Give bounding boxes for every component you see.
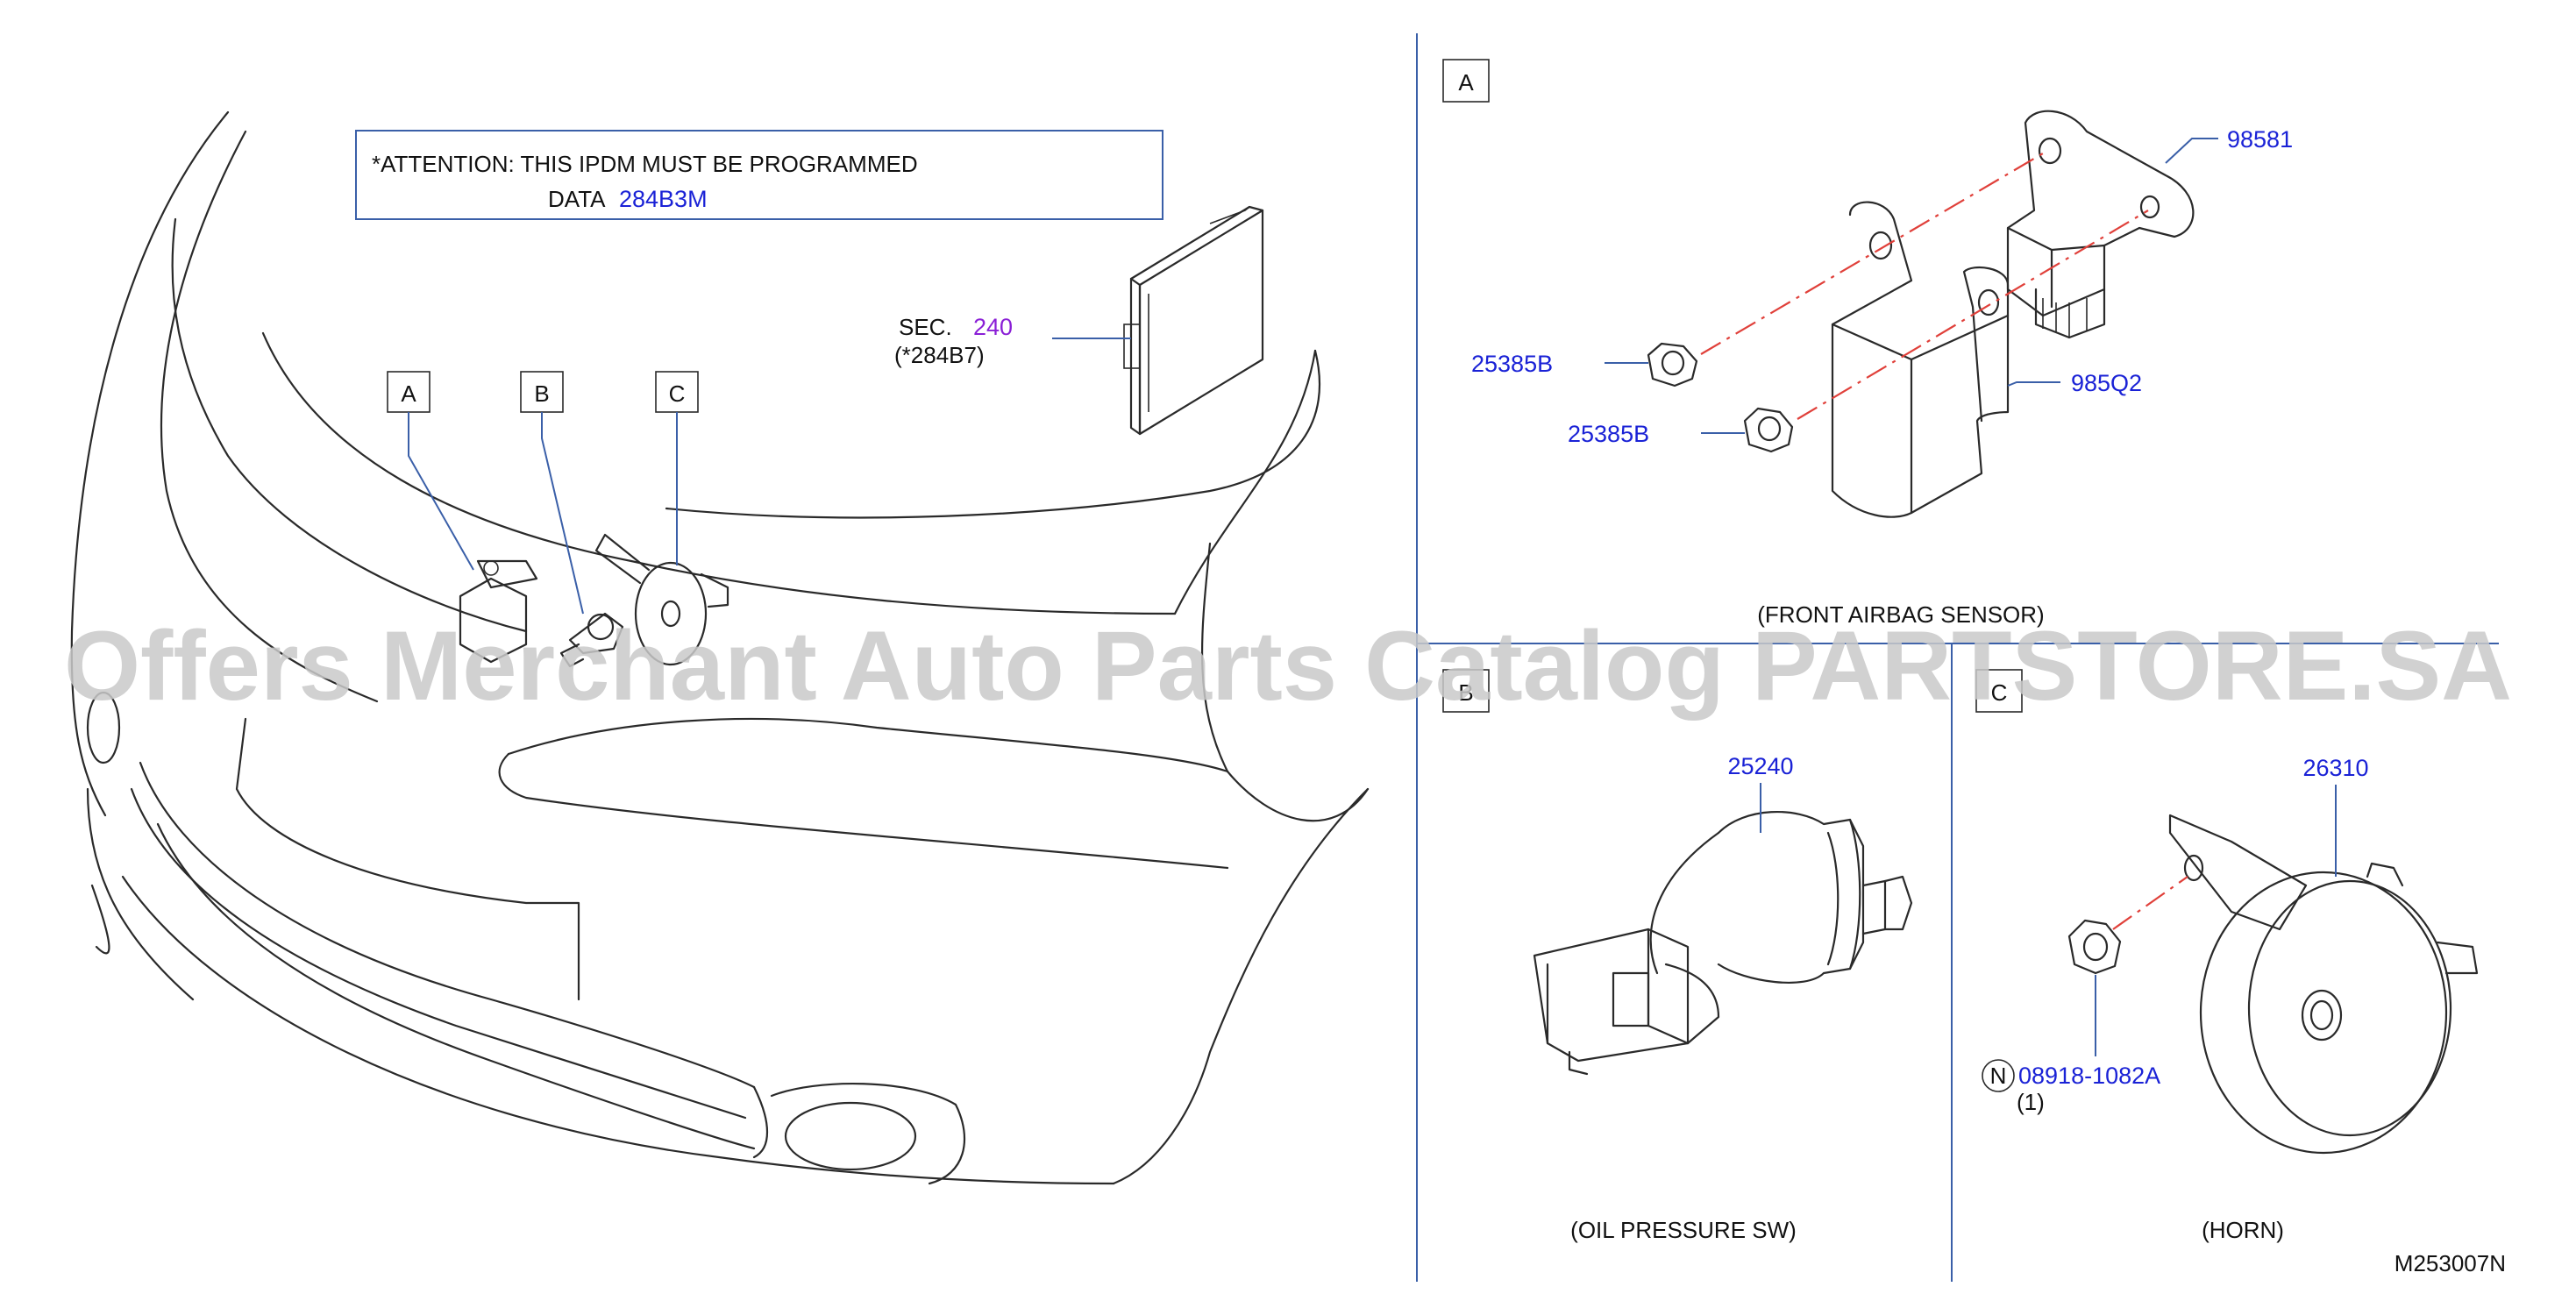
part-25385B-lower: 25385B <box>1568 421 1649 447</box>
part-26310: 26310 <box>2302 755 2368 781</box>
sec-reference: SEC. 240 (*284B7) <box>894 314 1131 368</box>
callout-c: C <box>655 371 699 565</box>
oil-pressure-switch-small <box>559 612 624 668</box>
sensor-bracket <box>1831 201 2010 518</box>
part-98581: 98581 <box>2227 126 2293 153</box>
ipdm-module <box>1123 205 1264 436</box>
section-a-caption: (FRONT AIRBAG SENSOR) <box>1757 601 2044 628</box>
watermark: Offers Merchant Auto Parts Catalog PARTS… <box>64 611 2512 721</box>
part-25385B-upper: 25385B <box>1471 351 1553 377</box>
sec-label: SEC. <box>899 314 952 340</box>
attention-note: *ATTENTION: THIS IPDM MUST BE PROGRAMMED… <box>355 130 1163 220</box>
nut-quantity: (1) <box>2017 1089 2045 1115</box>
nut-upper <box>1647 342 1698 387</box>
attention-data-label: DATA <box>548 186 606 212</box>
airbag-sensor-small <box>459 559 538 664</box>
horn <box>2168 814 2479 1155</box>
section-a-tag: A <box>1458 69 1474 96</box>
part-25240: 25240 <box>1727 753 1793 779</box>
attention-data-code: 284B3M <box>619 186 708 212</box>
callout-c-label: C <box>669 380 686 407</box>
callout-b-label: B <box>534 380 549 407</box>
oil-pressure-switch <box>1533 811 1913 1076</box>
sec-number: 240 <box>973 314 1013 340</box>
nut-lower <box>1743 407 1794 453</box>
section-c-caption: (HORN) <box>2202 1217 2284 1243</box>
attention-line: *ATTENTION: THIS IPDM MUST BE PROGRAMMED <box>372 151 918 177</box>
callout-b: B <box>520 371 584 615</box>
section-b: B 25240 (OIL PRESSURE SW) <box>1442 669 1913 1243</box>
section-c: C 26310 N 08918-1082A (1) (HORN) <box>1975 669 2479 1243</box>
section-b-tag: B <box>1458 679 1473 706</box>
airbag-sensor <box>2006 110 2195 339</box>
nut-symbol: N <box>1990 1063 2007 1089</box>
sec-ref: (*284B7) <box>894 342 985 368</box>
diagram-id: M253007N <box>2395 1250 2506 1276</box>
section-c-tag: C <box>1991 679 2008 706</box>
callout-a: A <box>387 371 474 571</box>
callout-a-label: A <box>401 380 416 407</box>
part-985Q2: 985Q2 <box>2071 370 2142 396</box>
part-08918-1082A: 08918-1082A <box>2018 1063 2160 1089</box>
vehicle-front-illustration <box>70 110 1370 1185</box>
horn-small <box>594 533 729 666</box>
horn-nut <box>2067 919 2122 975</box>
section-b-caption: (OIL PRESSURE SW) <box>1570 1217 1797 1243</box>
section-dividers <box>1416 33 2499 1282</box>
section-a: A <box>1442 59 2293 628</box>
